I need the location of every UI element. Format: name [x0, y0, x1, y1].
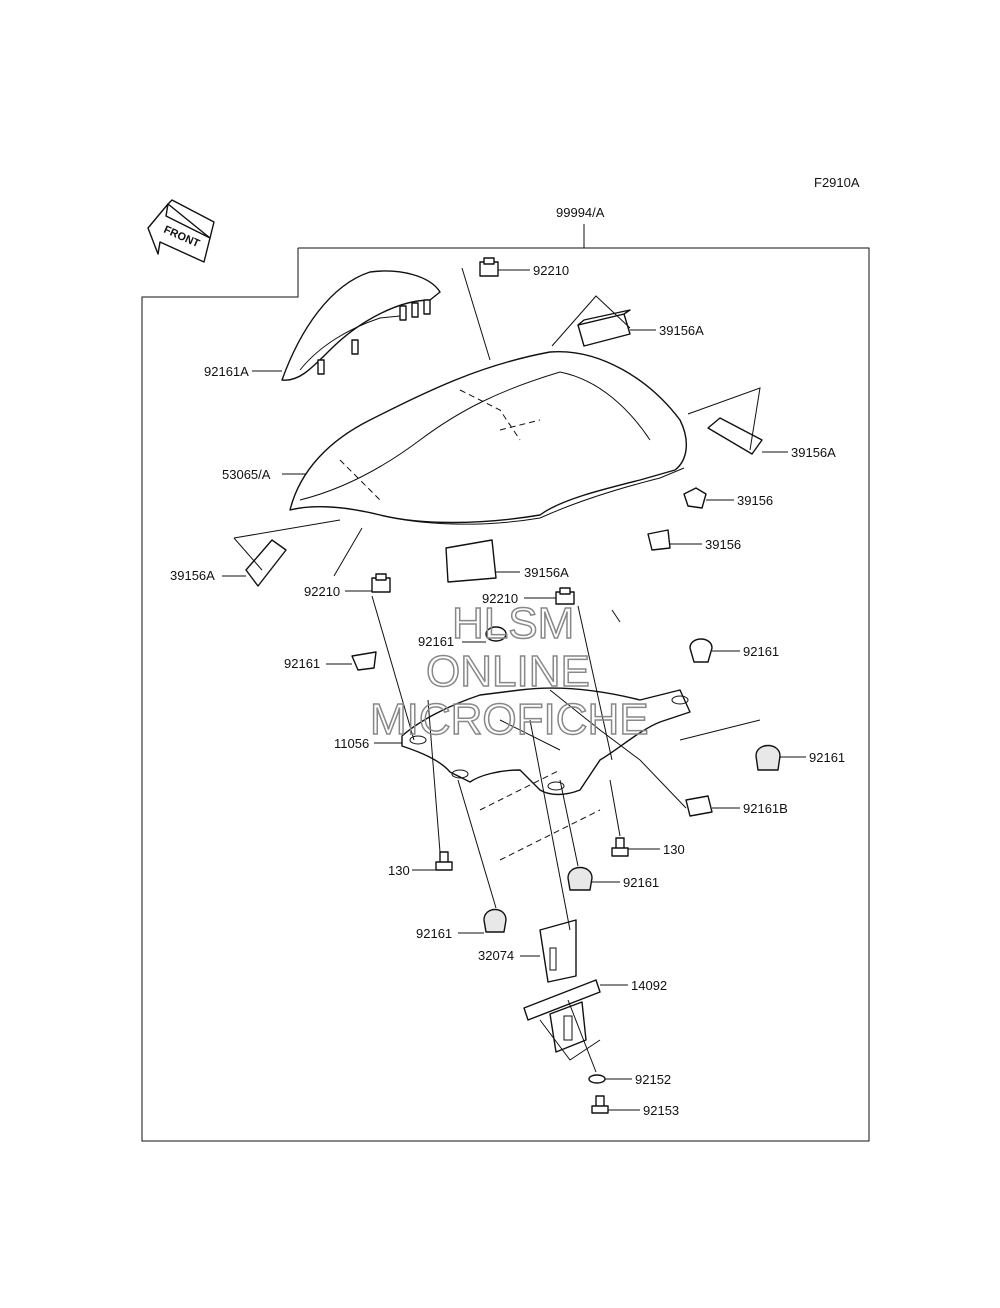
- callout-39156A-top: 39156A: [659, 323, 704, 338]
- leader-lines: [222, 267, 806, 1111]
- figure-code: F2910A: [814, 175, 860, 190]
- watermark-line-3: MICROFICHE: [370, 695, 649, 744]
- part-92161A: [281, 270, 441, 381]
- callout-39156-a: 39156: [737, 493, 773, 508]
- part-39156-b: [647, 529, 671, 551]
- part-92161-left: [351, 651, 377, 671]
- part-39156A-mid: [445, 539, 497, 583]
- part-11056-bracket: [401, 687, 691, 796]
- front-arrow-icon: FRONT: [147, 199, 215, 263]
- callout-32074: 32074: [478, 948, 514, 963]
- watermark-line-2: ONLINE: [426, 647, 590, 696]
- callout-92210-top: 92210: [533, 263, 569, 278]
- part-92210-top: [479, 257, 499, 277]
- callout-39156-b: 39156: [705, 537, 741, 552]
- callout-11056: 11056: [334, 736, 369, 751]
- callout-130-right: 130: [663, 842, 685, 857]
- callout-92152: 92152: [635, 1072, 671, 1087]
- part-39156A-left: [245, 539, 287, 587]
- assembly-label: 99994/A: [556, 205, 605, 220]
- part-92153: [591, 1095, 609, 1114]
- part-39156A-top: [577, 309, 631, 347]
- callout-130-left: 130: [388, 863, 410, 878]
- part-92161-lower: [567, 866, 593, 891]
- callout-39156A-right: 39156A: [791, 445, 836, 460]
- callout-92161-right-top: 92161: [743, 644, 779, 659]
- callout-92161-mid: 92161: [418, 634, 454, 649]
- callout-92210-left: 92210: [304, 584, 340, 599]
- part-92161-mid: [485, 626, 507, 642]
- part-92161-bottom: [483, 908, 507, 933]
- part-32074: [539, 919, 577, 983]
- callout-53065A: 53065/A: [222, 467, 271, 482]
- watermark: HLSM ONLINE MICROFICHE: [369, 598, 649, 745]
- callout-92153: 92153: [643, 1103, 679, 1118]
- part-92161B: [685, 795, 713, 817]
- part-39156-a: [683, 487, 707, 509]
- part-92210-left: [371, 573, 391, 593]
- callout-14092: 14092: [631, 978, 667, 993]
- part-92161-right: [755, 744, 781, 771]
- part-92161-right-top: [689, 638, 713, 663]
- part-39156A-right: [707, 417, 763, 455]
- part-53065A-seat-cowl: [289, 351, 687, 525]
- callout-92161-right: 92161: [809, 750, 845, 765]
- callout-92161A: 92161A: [204, 364, 249, 379]
- callout-39156A-mid: 39156A: [524, 565, 569, 580]
- callout-labels: 92210 39156A 92161A 39156A 53065/A 39156…: [170, 263, 845, 1118]
- callout-39156A-left: 39156A: [170, 568, 215, 583]
- callout-92161-lower: 92161: [623, 875, 659, 890]
- callout-92210-mid: 92210: [482, 591, 518, 606]
- watermark-line-1: HLSM: [452, 599, 574, 648]
- part-130-left: [435, 851, 453, 871]
- callout-92161B: 92161B: [743, 801, 788, 816]
- part-14092: [523, 979, 601, 1053]
- part-130-right: [611, 837, 629, 857]
- assembly-frame: [141, 247, 870, 1142]
- part-92152: [588, 1074, 606, 1084]
- callout-92161-bottom: 92161: [416, 926, 452, 941]
- callout-92161-left: 92161: [284, 656, 320, 671]
